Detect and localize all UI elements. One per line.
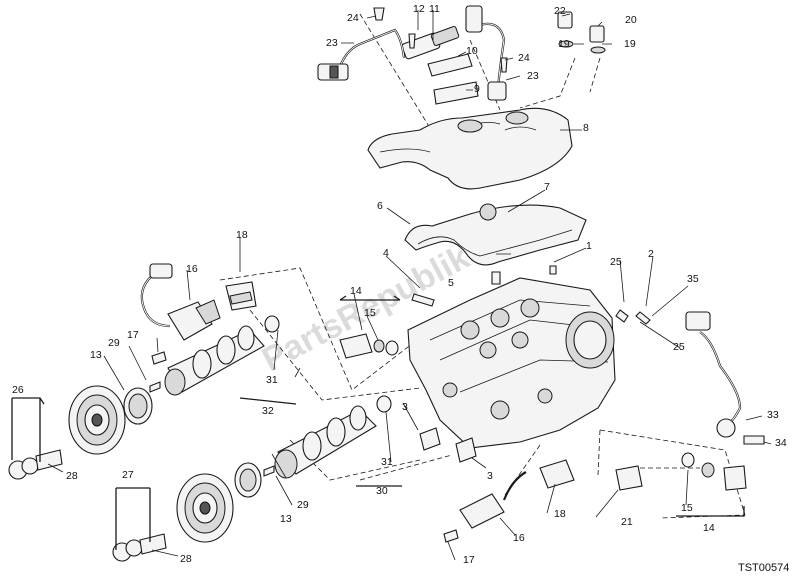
oil-plug-bottom[interactable] bbox=[615, 452, 747, 491]
cam-washer-lower[interactable] bbox=[234, 462, 275, 498]
cam-washer-upper[interactable] bbox=[123, 381, 161, 425]
callout-31: 31 bbox=[266, 374, 278, 386]
callout-25: 25 bbox=[610, 256, 622, 268]
callout-5: 5 bbox=[448, 277, 454, 289]
head-fasteners[interactable] bbox=[411, 265, 651, 325]
bracket-14-lower bbox=[676, 506, 745, 517]
callout-16: 16 bbox=[513, 532, 525, 544]
callout-15: 15 bbox=[681, 502, 693, 514]
cylinder-head[interactable] bbox=[407, 277, 616, 449]
callout-19: 19 bbox=[624, 38, 636, 50]
callout-30: 30 bbox=[376, 485, 388, 497]
callout-29: 29 bbox=[297, 499, 309, 511]
callout-9: 9 bbox=[474, 83, 480, 95]
sensor-harness-left[interactable] bbox=[317, 28, 406, 81]
callout-labels: 1 2 3 3 4 5 6 7 8 9 10 11 12 13 13 14 14… bbox=[12, 3, 787, 566]
callout-34: 34 bbox=[775, 437, 787, 449]
callout-31: 31 bbox=[381, 456, 393, 468]
bracket-32 bbox=[239, 397, 297, 405]
callout-18: 18 bbox=[236, 229, 248, 241]
drawing-code: TST00574 bbox=[738, 562, 789, 574]
camshaft-upper[interactable] bbox=[164, 315, 280, 396]
callout-10: 10 bbox=[466, 45, 478, 57]
callout-17: 17 bbox=[127, 329, 139, 341]
callout-35: 35 bbox=[687, 273, 699, 285]
tensioner-stud-left[interactable] bbox=[419, 427, 477, 463]
shield-bracket[interactable] bbox=[225, 281, 257, 311]
valve-cover[interactable] bbox=[367, 107, 573, 190]
callout-13: 13 bbox=[280, 513, 292, 525]
callout-27: 27 bbox=[122, 469, 134, 481]
tensioner-plug-upper[interactable] bbox=[339, 333, 399, 359]
callout-13: 13 bbox=[90, 349, 102, 361]
callout-19: 19 bbox=[558, 38, 570, 50]
callout-22: 22 bbox=[554, 5, 566, 17]
callout-3: 3 bbox=[402, 401, 408, 413]
camshaft-lower[interactable] bbox=[274, 395, 392, 479]
callout-29: 29 bbox=[108, 337, 120, 349]
group-brackets bbox=[11, 295, 745, 550]
leader-lines bbox=[47, 10, 772, 561]
callout-28: 28 bbox=[180, 553, 192, 565]
callout-7: 7 bbox=[544, 181, 550, 193]
bracket-14-upper bbox=[339, 295, 401, 301]
callout-28: 28 bbox=[66, 470, 78, 482]
callout-23: 23 bbox=[326, 37, 338, 49]
cam-position-sensor-top[interactable] bbox=[401, 25, 479, 105]
lower-solenoid[interactable] bbox=[443, 459, 575, 543]
callout-24: 24 bbox=[518, 52, 530, 64]
callout-32: 32 bbox=[262, 405, 274, 417]
callout-1: 1 bbox=[586, 240, 592, 252]
callout-4: 4 bbox=[383, 247, 389, 259]
knock-sensor[interactable] bbox=[685, 311, 765, 445]
timing-pulley-lower[interactable] bbox=[112, 473, 234, 562]
bracket-26 bbox=[11, 397, 45, 462]
callout-18: 18 bbox=[554, 508, 566, 520]
callout-12: 12 bbox=[413, 3, 425, 15]
callout-26: 26 bbox=[12, 384, 24, 396]
callout-25: 25 bbox=[673, 341, 685, 353]
cover-gasket[interactable] bbox=[404, 203, 587, 266]
callout-33: 33 bbox=[767, 409, 779, 421]
vvt-solenoid[interactable] bbox=[140, 263, 221, 365]
timing-pulley-upper[interactable] bbox=[8, 385, 126, 480]
callout-17: 17 bbox=[463, 554, 475, 566]
callout-14: 14 bbox=[703, 522, 715, 534]
callout-21: 21 bbox=[621, 516, 633, 528]
callout-15: 15 bbox=[364, 307, 376, 319]
callout-6: 6 bbox=[377, 200, 383, 212]
callout-11: 11 bbox=[429, 3, 440, 15]
callout-8: 8 bbox=[583, 122, 589, 134]
temperature-sensors-top[interactable] bbox=[373, 7, 606, 73]
callout-2: 2 bbox=[648, 248, 654, 260]
bracket-27 bbox=[115, 487, 151, 550]
callout-3: 3 bbox=[487, 470, 493, 482]
callout-16: 16 bbox=[186, 263, 198, 275]
callout-24: 24 bbox=[347, 12, 359, 24]
callout-23: 23 bbox=[527, 70, 539, 82]
callout-14: 14 bbox=[350, 285, 362, 297]
sensor-harness-right[interactable] bbox=[465, 5, 507, 101]
callout-20: 20 bbox=[625, 14, 637, 26]
